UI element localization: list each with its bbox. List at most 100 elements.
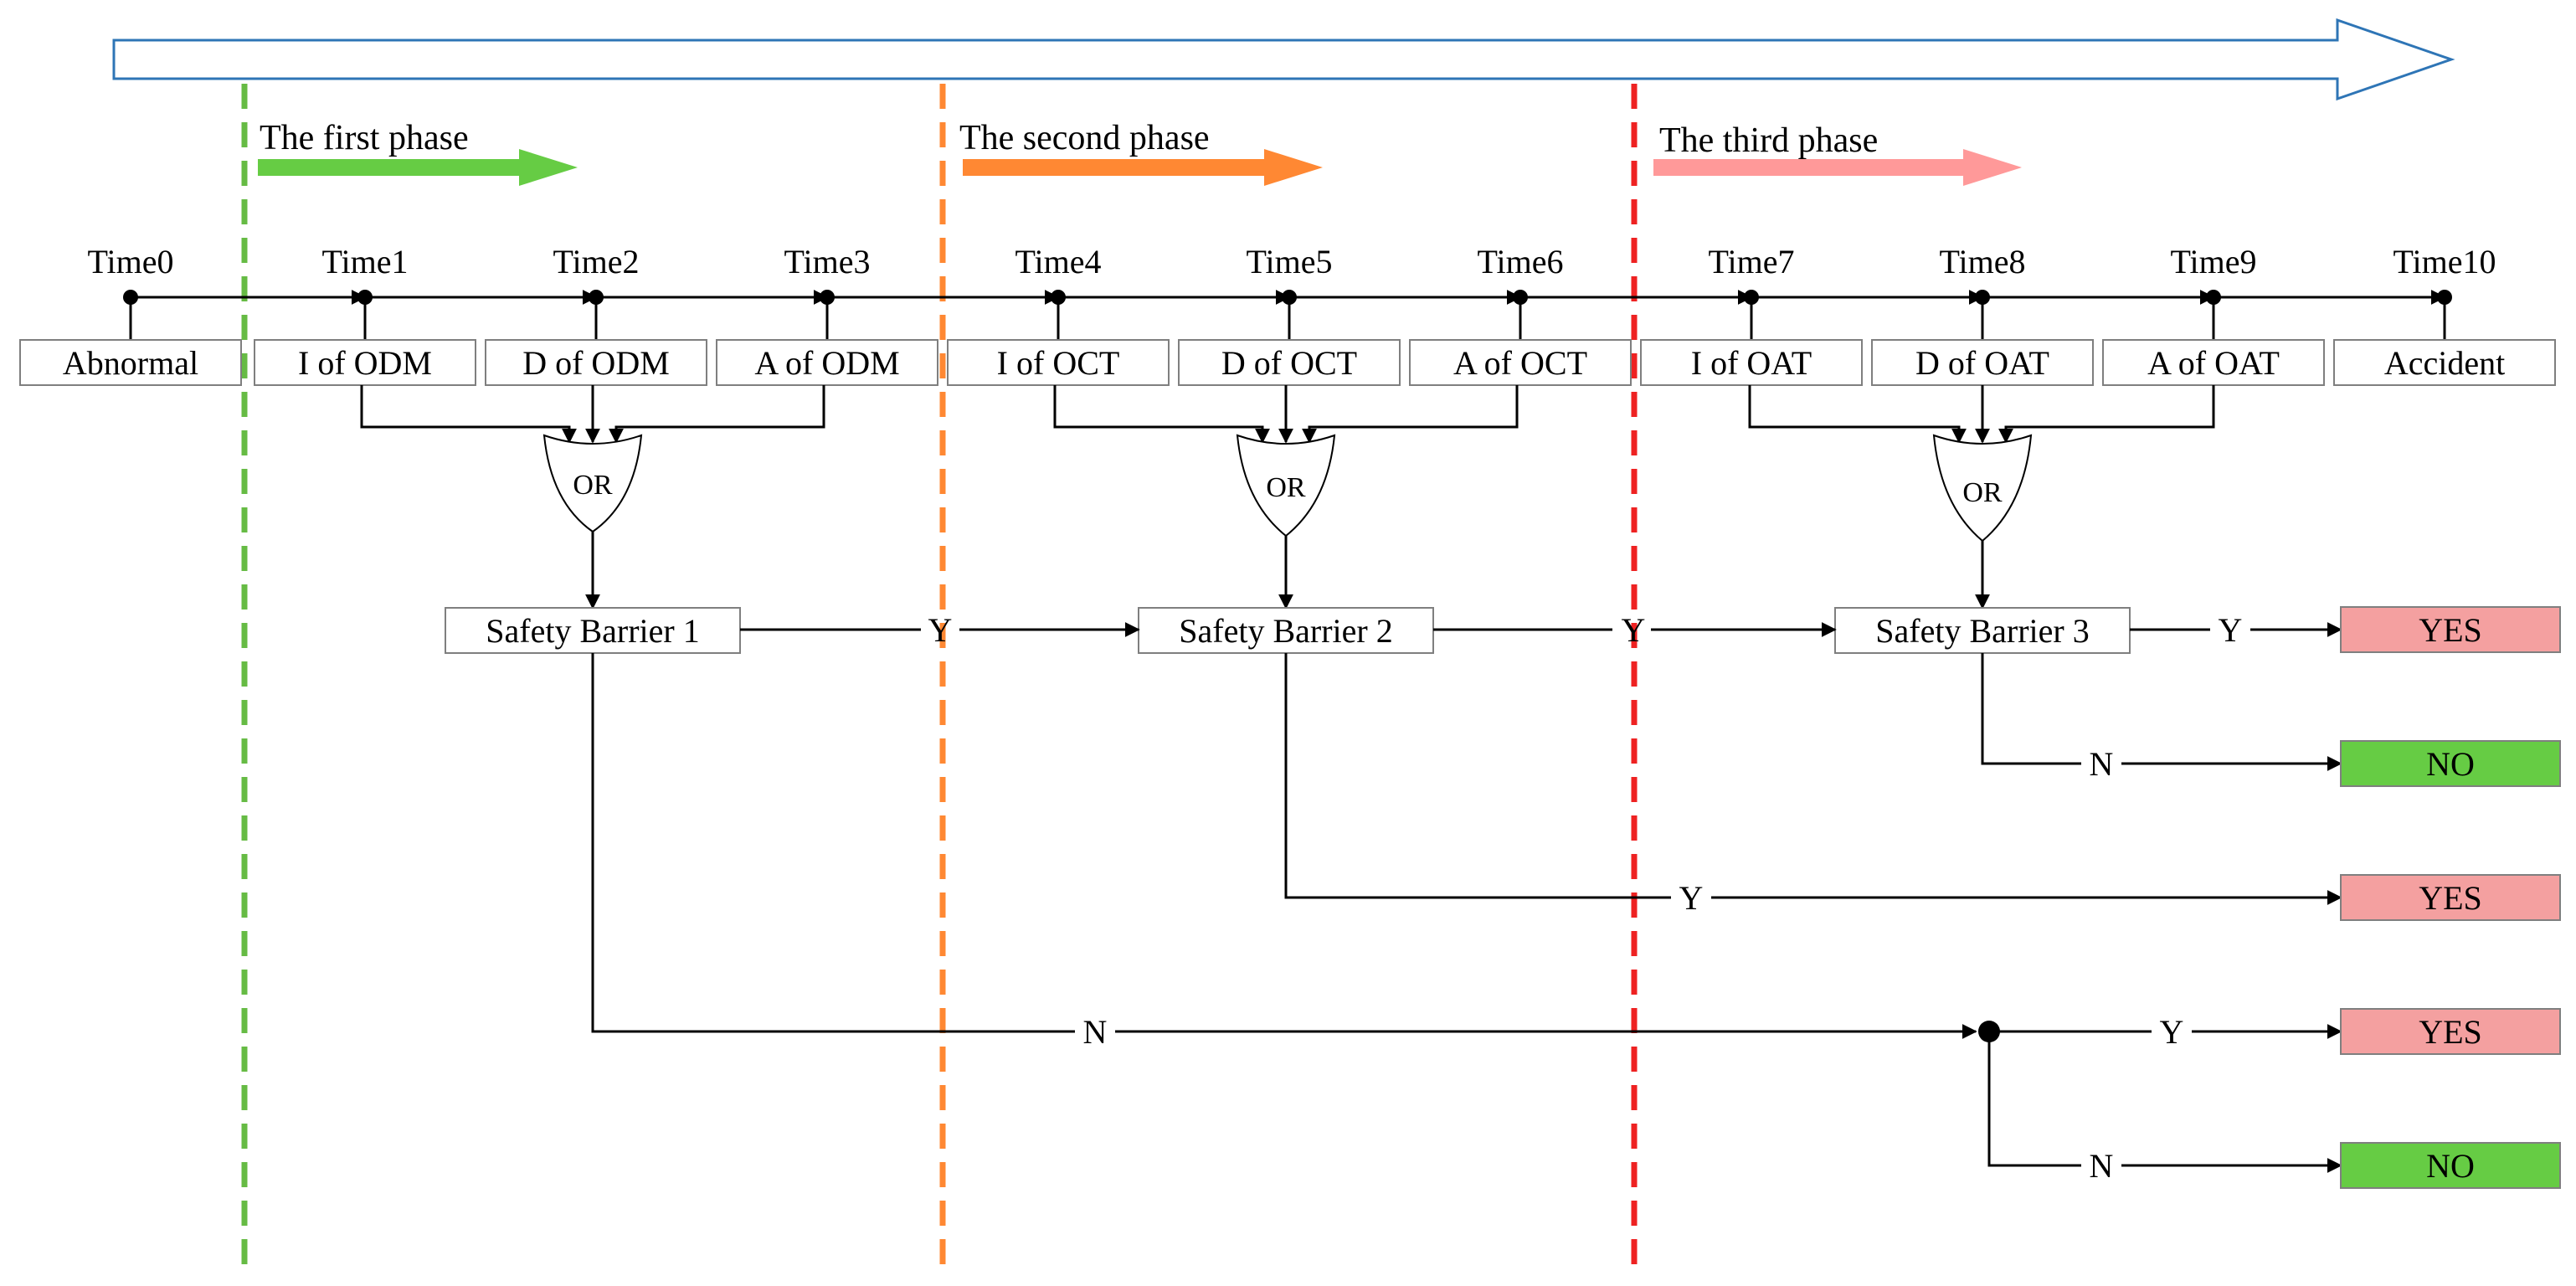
event-box-frame [19, 339, 242, 386]
event-label: I of ODM [298, 344, 432, 382]
phase-arrow-1 [258, 149, 578, 186]
time-label: Time9 [2170, 243, 2256, 280]
result-box-fill [2340, 606, 2561, 653]
time-point [2437, 290, 2452, 305]
timeline-arrow [112, 18, 2455, 101]
phase-label-1: The first phase [260, 119, 469, 157]
safety-barrier-2: Safety Barrier 2 [1138, 607, 1434, 654]
result-box: NO [2340, 1142, 2561, 1189]
time-label: Time3 [784, 243, 870, 280]
event-box: A of OCT [1409, 339, 1632, 386]
event-label: A of OAT [2147, 344, 2280, 382]
event-box: D of OCT [1178, 339, 1401, 386]
time-label: Time1 [321, 243, 408, 280]
safety-barrier-1-label: Safety Barrier 1 [486, 612, 699, 650]
time-label: Time7 [1708, 243, 1794, 280]
event-label: Abnormal [63, 344, 198, 382]
result-box: YES [2340, 606, 2561, 653]
phase-arrow-2 [963, 149, 1323, 186]
event-label: I of OAT [1691, 344, 1812, 382]
result-box: NO [2340, 740, 2561, 787]
result-label: NO [2426, 1147, 2475, 1185]
event-box-frame [1871, 339, 2094, 386]
event-box: D of ODM [485, 339, 707, 386]
safety-barrier-2-label: Safety Barrier 2 [1179, 612, 1392, 650]
result-box-fill [2340, 740, 2561, 787]
branch-label-y1: Y [928, 611, 953, 649]
safety-barrier-3-label: Safety Barrier 3 [1875, 612, 2089, 650]
event-label: I of OCT [997, 344, 1120, 382]
event-box-frame [1640, 339, 1863, 386]
or-gate-label: OR [1266, 472, 1306, 503]
time-label: Time0 [87, 243, 173, 280]
time-point [1513, 290, 1528, 305]
time-point [1282, 290, 1297, 305]
time-label: Time4 [1015, 243, 1101, 280]
branch-labels: Y Y Y N Y N Y N [928, 611, 2243, 1185]
event-box-frame [2333, 339, 2556, 386]
time-label: Time8 [1939, 243, 2025, 280]
result-box: YES [2340, 874, 2561, 921]
event-box: D of OAT [1871, 339, 2094, 386]
time-point [1975, 290, 1990, 305]
event-box: A of OAT [2102, 339, 2325, 386]
branch-label-n-final: N [2090, 1147, 2114, 1185]
event-box-frame [485, 339, 707, 386]
or-gate-label: OR [573, 470, 613, 501]
event-label: A of ODM [754, 344, 899, 382]
time-point [820, 290, 835, 305]
safety-barrier-1: Safety Barrier 1 [445, 607, 741, 654]
branch-label-y3: Y [2219, 611, 2243, 649]
result-box: YES [2340, 1008, 2561, 1055]
event-box-frame [1178, 339, 1401, 386]
event-label: D of ODM [522, 344, 670, 382]
branch-lines [591, 622, 2342, 1173]
branch-label-y-b2: Y [1679, 879, 1704, 917]
event-label: D of OAT [1915, 344, 2049, 382]
time-point [2206, 290, 2221, 305]
gate-output-lines [585, 532, 1990, 610]
event-box: A of ODM [716, 339, 938, 386]
time-label: Time10 [2393, 243, 2496, 280]
time-label: Time6 [1477, 243, 1563, 280]
event-box: Abnormal [19, 339, 242, 386]
time-point [1744, 290, 1759, 305]
event-box: I of OAT [1640, 339, 1863, 386]
branch-label-y2: Y [1622, 611, 1646, 649]
time-point [357, 290, 373, 305]
phase-arrow-3 [1653, 149, 2022, 186]
gate-input-lines [360, 385, 2215, 444]
result-box-fill [2340, 1008, 2561, 1055]
or-gate-label: OR [1962, 477, 2003, 508]
phase-label-2: The second phase [959, 119, 1210, 157]
result-box-fill [2340, 1142, 2561, 1189]
or-gate-2: OR [1236, 434, 1336, 538]
event-box: Accident [2333, 339, 2556, 386]
result-box-fill [2340, 874, 2561, 921]
result-label: YES [2419, 1013, 2482, 1051]
result-label: NO [2426, 745, 2475, 783]
safety-barrier-3: Safety Barrier 3 [1834, 607, 2131, 654]
event-box-frame [1409, 339, 1632, 386]
result-label: YES [2419, 879, 2482, 917]
time-point [123, 290, 138, 305]
result-label: YES [2419, 611, 2482, 649]
event-box: I of ODM [254, 339, 476, 386]
time-point [589, 290, 604, 305]
event-box-frame [254, 339, 476, 386]
event-label: D of OCT [1221, 344, 1357, 382]
event-label: Accident [2384, 344, 2505, 382]
branch-label-n3: N [2090, 745, 2114, 783]
phase-label-3: The third phase [1659, 121, 1878, 160]
or-gate-1: OR [542, 434, 643, 533]
event-label: A of OCT [1453, 344, 1587, 382]
branch-label-n-b1: N [1083, 1013, 1108, 1051]
branch-label-y-final: Y [2160, 1013, 2184, 1051]
event-box-frame [716, 339, 938, 386]
time-point [1051, 290, 1066, 305]
junction-dot [1978, 1021, 2000, 1042]
time-label: Time2 [553, 243, 639, 280]
event-box: I of OCT [947, 339, 1170, 386]
or-gate-3: OR [1932, 434, 2033, 543]
time-label: Time5 [1246, 243, 1332, 280]
